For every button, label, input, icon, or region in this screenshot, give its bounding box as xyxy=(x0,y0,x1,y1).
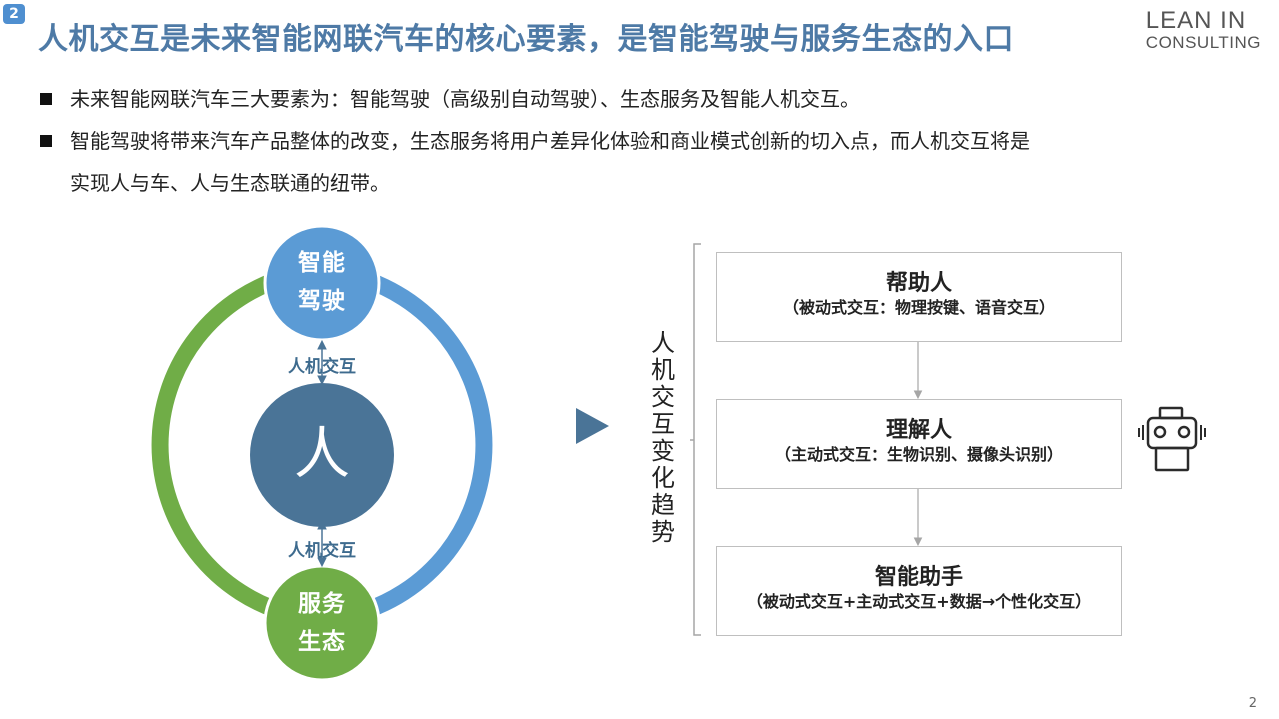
bullet-list: 未来智能网联汽车三大要素为：智能驾驶（高级别自动驾驶）、生态服务及智能人机交互。… xyxy=(40,78,1240,204)
play-triangle-icon xyxy=(576,408,609,444)
stage-box-help: 帮助人 （被动式交互：物理按键、语音交互） xyxy=(716,252,1122,342)
node-service-ecosystem-line2: 生态 xyxy=(298,629,346,655)
node-smart-driving-label: 智能 驾驶 xyxy=(282,244,362,320)
node-service-ecosystem-label: 服务 生态 xyxy=(282,585,362,661)
logo-line1: LEAN IN xyxy=(1145,7,1247,34)
page-title: 人机交互是未来智能网联汽车的核心要素，是智能驾驶与服务生态的入口 xyxy=(38,22,1014,57)
stage-name: 智能助手 xyxy=(874,565,963,590)
stage-name: 帮助人 xyxy=(885,271,952,296)
bullet-square-icon xyxy=(40,93,52,105)
upper-double-arrow-icon xyxy=(317,339,327,386)
trend-vertical-title: 人机交互变化趋势 xyxy=(651,329,675,546)
bullet-item: 未来智能网联汽车三大要素为：智能驾驶（高级别自动驾驶）、生态服务及智能人机交互。 xyxy=(40,78,1240,120)
bullet-square-icon xyxy=(40,135,52,147)
page-badge: 2 xyxy=(3,4,25,24)
node-smart-driving-line2: 驾驶 xyxy=(298,288,346,314)
robot-icon xyxy=(1138,406,1206,472)
lower-double-arrow-icon xyxy=(317,519,327,568)
bullet-text: 未来智能网联汽车三大要素为：智能驾驶（高级别自动驾驶）、生态服务及智能人机交互。 xyxy=(70,87,860,111)
node-people-label: 人 xyxy=(294,422,350,487)
bullet-text-line1: 智能驾驶将带来汽车产品整体的改变，生态服务将用户差异化体验和商业模式创新的切入点… xyxy=(70,129,1030,153)
stage-connector xyxy=(913,488,923,547)
stage-box-assistant: 智能助手 （被动式交互+主动式交互+数据→个性化交互） xyxy=(716,546,1122,636)
node-smart-driving-line1: 智能 xyxy=(298,250,346,276)
bullet-item: 智能驾驶将带来汽车产品整体的改变，生态服务将用户差异化体验和商业模式创新的切入点… xyxy=(40,120,1240,204)
lower-hci-label: 人机交互 xyxy=(288,541,356,561)
stage-desc: （被动式交互：物理按键、语音交互） xyxy=(782,298,1055,317)
upper-hci-label: 人机交互 xyxy=(288,357,356,377)
stage-box-understand: 理解人 （主动式交互：生物识别、摄像头识别） xyxy=(716,399,1122,489)
bracket xyxy=(693,243,701,636)
stage-connector xyxy=(913,341,923,400)
stage-desc: （被动式交互+主动式交互+数据→个性化交互） xyxy=(746,592,1092,611)
node-people xyxy=(250,383,394,527)
logo-line2: CONSULTING xyxy=(1145,33,1261,52)
ring-arc-green xyxy=(151,267,295,623)
bullet-text-line2: 实现人与车、人与生态联通的纽带。 xyxy=(70,171,390,195)
stage-desc: （主动式交互：生物识别、摄像头识别） xyxy=(774,445,1063,464)
page-number: 2 xyxy=(1248,696,1257,711)
stage-name: 理解人 xyxy=(885,418,952,443)
node-service-ecosystem-line1: 服务 xyxy=(298,591,346,617)
logo: LEAN IN CONSULTING xyxy=(1146,8,1261,52)
ring-arc-blue xyxy=(349,267,493,623)
